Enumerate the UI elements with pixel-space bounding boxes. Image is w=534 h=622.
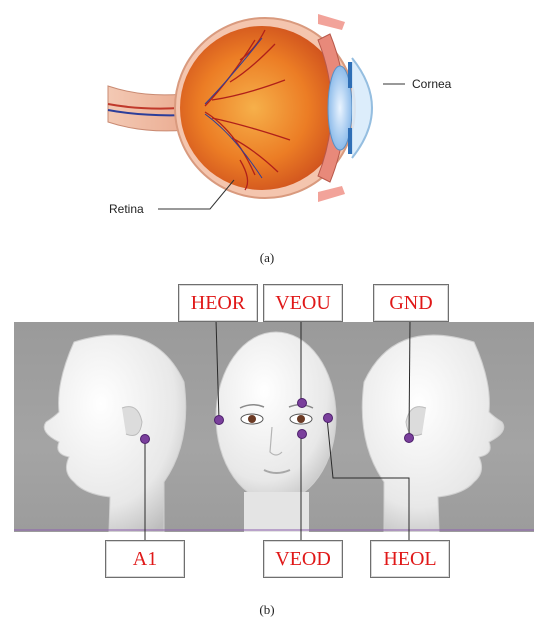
electrode-label-a1: A1	[105, 540, 185, 578]
electrode-label-veod: VEOD	[263, 540, 343, 578]
electrode-dot-heol	[323, 413, 333, 423]
electrode-dot-veod	[297, 429, 307, 439]
electrode-label-heol: HEOL	[370, 540, 450, 578]
electrode-dot-a1	[140, 434, 150, 444]
electrode-label-heor: HEOR	[178, 284, 258, 322]
electrode-dot-veou	[297, 398, 307, 408]
electrode-label-veou: VEOU	[263, 284, 343, 322]
electrode-dot-gnd	[404, 433, 414, 443]
electrode-dot-heor	[214, 415, 224, 425]
caption-b: (b)	[247, 602, 287, 618]
electrode-label-gnd: GND	[373, 284, 449, 322]
